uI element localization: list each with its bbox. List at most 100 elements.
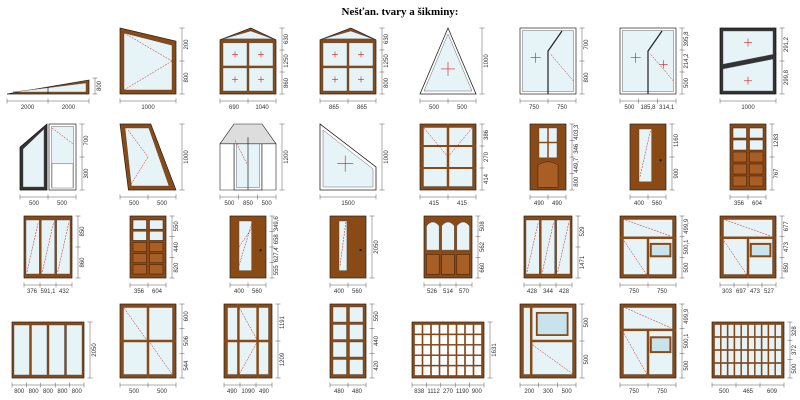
- dimension-label: 750: [557, 105, 568, 111]
- glass-pane: [448, 366, 457, 376]
- glass-pane: [422, 345, 431, 355]
- dimension-label: 372: [792, 344, 798, 355]
- glass-pane: [414, 334, 423, 345]
- glass-pane: [465, 334, 474, 345]
- dimension-label: 328: [792, 326, 798, 337]
- dimension-label: 473: [750, 289, 761, 295]
- dimension-label: 400: [234, 289, 245, 295]
- door-panel: [456, 254, 470, 275]
- glass-pane: [728, 324, 734, 337]
- dimension-label: 499,9: [684, 218, 690, 234]
- glass-pane: [439, 345, 448, 355]
- dimension-label: 386: [484, 129, 490, 140]
- door-panel: [441, 254, 455, 275]
- opening-mark: [123, 307, 147, 340]
- opening-mark: [550, 54, 574, 81]
- dimension-label: 508: [480, 221, 486, 232]
- glass-pane: [431, 366, 440, 376]
- glass-pane: [741, 324, 748, 337]
- dimension-label: 500: [562, 389, 573, 395]
- dimension-label: 630: [284, 33, 290, 44]
- dimension-label: 560: [252, 289, 263, 295]
- dimension-label: 500: [29, 201, 40, 207]
- glass-pane: [741, 363, 748, 376]
- dimension-label: 850: [243, 201, 254, 207]
- dimension-label: 300: [543, 389, 554, 395]
- dimension-label: 500: [792, 363, 798, 374]
- opening-mark: [42, 221, 54, 273]
- dimension-label: 500,1: [684, 239, 690, 255]
- dimension-label: 500: [584, 317, 590, 328]
- dimension-label: 860: [80, 257, 86, 268]
- dimension-label: 800: [384, 77, 390, 88]
- glass-pane: [422, 324, 431, 334]
- door-panel: [51, 163, 74, 189]
- door-panel: [732, 151, 747, 163]
- opening-mark: [339, 221, 347, 266]
- glass-pane: [768, 363, 775, 376]
- dimension-label: 544: [184, 360, 190, 371]
- dimension-label: 2050: [374, 240, 380, 254]
- glass-pane: [638, 128, 652, 182]
- dimension-label: 600: [184, 311, 190, 322]
- dimension-label: 800: [574, 176, 580, 187]
- glass-pane: [422, 355, 431, 366]
- dimension-label: 1000: [741, 105, 755, 111]
- dimension-label: 609: [767, 389, 778, 395]
- window-frame: [411, 321, 485, 379]
- dimension-label: 690: [229, 105, 240, 111]
- dimension-label: 627,4: [274, 247, 280, 263]
- dimension-label: 428: [527, 289, 538, 295]
- door-panel: [749, 151, 764, 163]
- glass-pane: [768, 324, 775, 337]
- opening-mark: [623, 240, 648, 276]
- dimension-label: 500: [129, 201, 140, 207]
- dimension-label: 499,9: [684, 308, 690, 324]
- dimension-label: 750: [629, 389, 640, 395]
- glass-pane: [734, 363, 741, 376]
- dimension-label: 1631: [492, 343, 498, 357]
- glass-pane: [441, 221, 455, 251]
- glass-pane: [748, 337, 755, 350]
- glass-pane: [448, 334, 457, 345]
- dimension-label: 529: [580, 226, 586, 237]
- dimension-label: 1000: [484, 54, 490, 68]
- dimension-label: 500: [129, 389, 140, 395]
- glass-pane: [721, 363, 728, 376]
- glass-pane: [722, 30, 774, 65]
- dimension-label: 700: [584, 39, 590, 50]
- glass-pane: [473, 366, 482, 376]
